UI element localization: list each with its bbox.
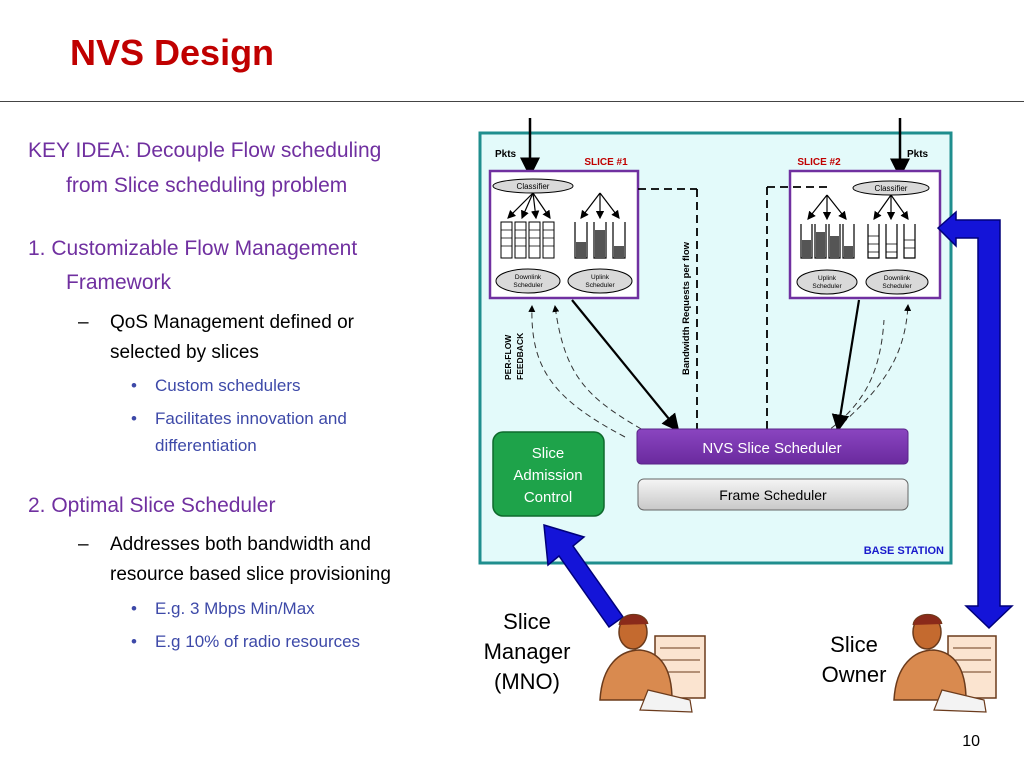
p1-bullet2-line1: Facilitates innovation and bbox=[155, 409, 347, 428]
slice-admission-control bbox=[492, 431, 605, 517]
slice-owner-person-icon bbox=[893, 613, 997, 713]
slice1-label: SLICE #1 bbox=[584, 157, 628, 168]
owner-base-station-arrow bbox=[936, 210, 1014, 630]
classifier-label: Classifier bbox=[517, 182, 550, 191]
bandwidth-requests-label: Bandwidth Requests per flow bbox=[681, 241, 692, 375]
p2-bullet1: E.g. 3 Mbps Min/Max bbox=[155, 599, 315, 618]
classifier-label: Classifier bbox=[875, 184, 908, 193]
slice2-label: SLICE #2 bbox=[797, 157, 841, 168]
slice2-fanout-arrows bbox=[807, 194, 909, 221]
point2: 2. Optimal Slice Scheduler bbox=[28, 494, 276, 517]
slice1-downlink-queues bbox=[500, 221, 555, 259]
slice2-to-nvs-arrow bbox=[831, 299, 861, 433]
manager-to-admission-arrow bbox=[543, 523, 625, 629]
base-station-label: BASE STATION bbox=[864, 545, 944, 557]
frame-scheduler bbox=[637, 478, 909, 511]
pkts-label-left: Pkts bbox=[495, 149, 517, 160]
slice2-downlink-queues bbox=[800, 224, 855, 259]
uplink-label-1: Uplink bbox=[818, 275, 837, 282]
downlink-label-2: Scheduler bbox=[513, 282, 543, 289]
title-divider bbox=[0, 101, 1024, 102]
bullet-dot: • bbox=[131, 376, 137, 395]
slice-manager-label-line1: Slice bbox=[503, 609, 551, 634]
slice1-fanout-arrows bbox=[507, 192, 620, 220]
p1-sub1-line2: selected by slices bbox=[110, 342, 259, 363]
admission-label-3: Control bbox=[524, 489, 572, 506]
slice-owner-label-line2: Owner bbox=[821, 662, 887, 687]
nvs-slice-scheduler bbox=[636, 428, 909, 465]
p2-bullet2: E.g 10% of radio resources bbox=[155, 632, 361, 651]
page-title: NVS Design bbox=[70, 32, 275, 73]
downlink-label-1: Downlink bbox=[515, 274, 542, 281]
dash-marker: – bbox=[78, 534, 89, 555]
point1-line2: Framework bbox=[66, 271, 172, 294]
p2-sub1-line2: resource based slice provisioning bbox=[110, 564, 391, 585]
admission-label-1: Slice bbox=[532, 445, 565, 462]
bandwidth-request-lines bbox=[638, 186, 832, 430]
slice-manager-person-icon bbox=[599, 613, 706, 713]
bullet-dot: • bbox=[131, 632, 137, 651]
bullet-dot: • bbox=[131, 409, 137, 428]
slice1-uplink-scheduler bbox=[567, 268, 633, 294]
p1-bullet2-line2: differentiation bbox=[155, 436, 257, 455]
nvs-scheduler-label: NVS Slice Scheduler bbox=[702, 440, 841, 457]
per-flow-label-2: FEEDBACK bbox=[515, 332, 525, 380]
slice2-uplink-scheduler bbox=[796, 269, 858, 295]
key-idea-line1: KEY IDEA: Decouple Flow scheduling bbox=[28, 139, 382, 162]
uplink-label-2: Scheduler bbox=[585, 282, 615, 289]
slice-owner-label: Slice Owner bbox=[806, 630, 902, 690]
bullet-dot: • bbox=[131, 599, 137, 618]
pkts-label-right: Pkts bbox=[907, 149, 929, 160]
uplink-label-1: Uplink bbox=[591, 274, 610, 281]
slice2-downlink-scheduler bbox=[865, 269, 929, 295]
slice1-uplink-queues bbox=[574, 222, 626, 259]
slice1-downlink-scheduler bbox=[495, 268, 561, 294]
slice-owner-label-line1: Slice bbox=[830, 632, 878, 657]
slice-manager-label-line3: (MNO) bbox=[494, 669, 560, 694]
dash-marker: – bbox=[78, 312, 89, 333]
slice2-uplink-queues bbox=[867, 224, 916, 259]
p2-sub1-line1: Addresses both bandwidth and bbox=[110, 534, 371, 555]
p1-bullet1: Custom schedulers bbox=[155, 376, 301, 395]
frame-scheduler-label: Frame Scheduler bbox=[719, 487, 827, 503]
per-flow-label-1: PER-FLOW bbox=[503, 334, 513, 380]
slice1-to-nvs-arrow bbox=[571, 299, 680, 432]
uplink-label-2: Scheduler bbox=[812, 283, 842, 290]
page-number: 10 bbox=[962, 733, 980, 750]
downlink-label-2: Scheduler bbox=[882, 283, 912, 290]
point1-line1: 1. Customizable Flow Management bbox=[28, 237, 358, 260]
slice-manager-label-line2: Manager bbox=[483, 639, 571, 664]
admission-label-2: Admission bbox=[513, 467, 582, 484]
p1-sub1-line1: QoS Management defined or bbox=[110, 312, 354, 333]
slice-manager-label: Slice Manager (MNO) bbox=[470, 607, 584, 697]
downlink-label-1: Downlink bbox=[884, 275, 911, 282]
per-flow-feedback-arrows bbox=[528, 304, 912, 441]
key-idea-line2: from Slice scheduling problem bbox=[66, 174, 348, 197]
